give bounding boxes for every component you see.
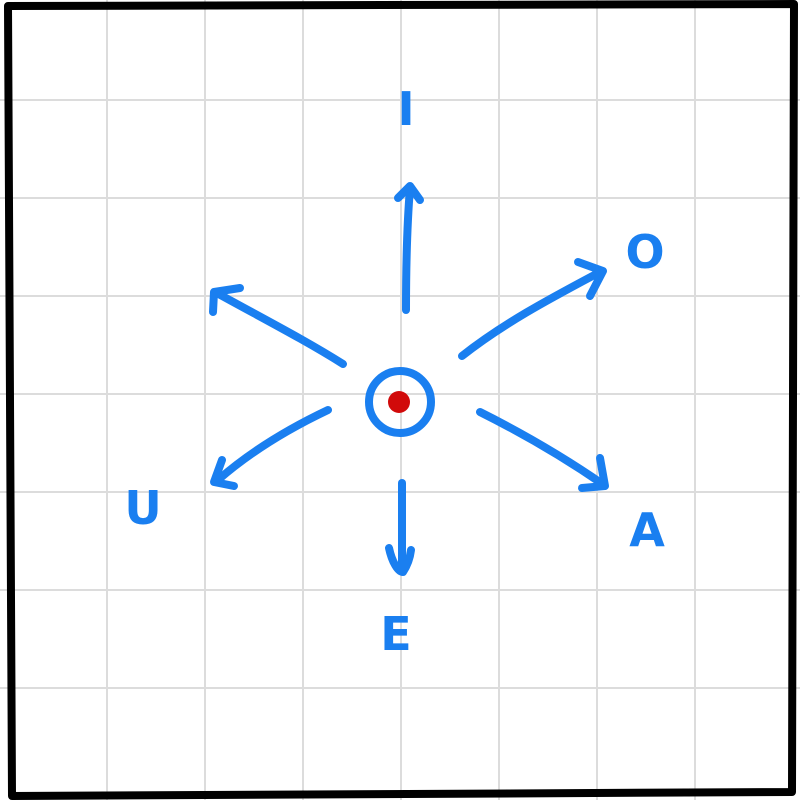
vowel-label-upper-right: O bbox=[625, 225, 664, 279]
vowel-label-top: I bbox=[397, 82, 414, 136]
arrowhead-lower-left bbox=[210, 456, 238, 490]
direction-arrows bbox=[209, 182, 609, 576]
arrowhead-down bbox=[385, 544, 415, 576]
arrow-upper-right bbox=[458, 268, 604, 360]
arrow-lower-right bbox=[476, 408, 608, 489]
vowel-label-bottom: E bbox=[380, 607, 411, 661]
arrowhead-upper-right bbox=[574, 258, 607, 300]
arrowhead-upper-left bbox=[209, 284, 244, 316]
outer-frame bbox=[4, 0, 798, 800]
center-dot bbox=[388, 391, 410, 413]
center-ring bbox=[365, 367, 435, 437]
arrow-up bbox=[402, 184, 414, 314]
arrowhead-up bbox=[394, 182, 424, 204]
arrow-lower-left bbox=[214, 406, 332, 484]
arrowhead-lower-right bbox=[578, 454, 609, 492]
arrow-upper-left bbox=[211, 288, 347, 368]
vowel-label-lower-right: A bbox=[629, 503, 665, 557]
vowel-label-lower-left: U bbox=[124, 481, 161, 535]
